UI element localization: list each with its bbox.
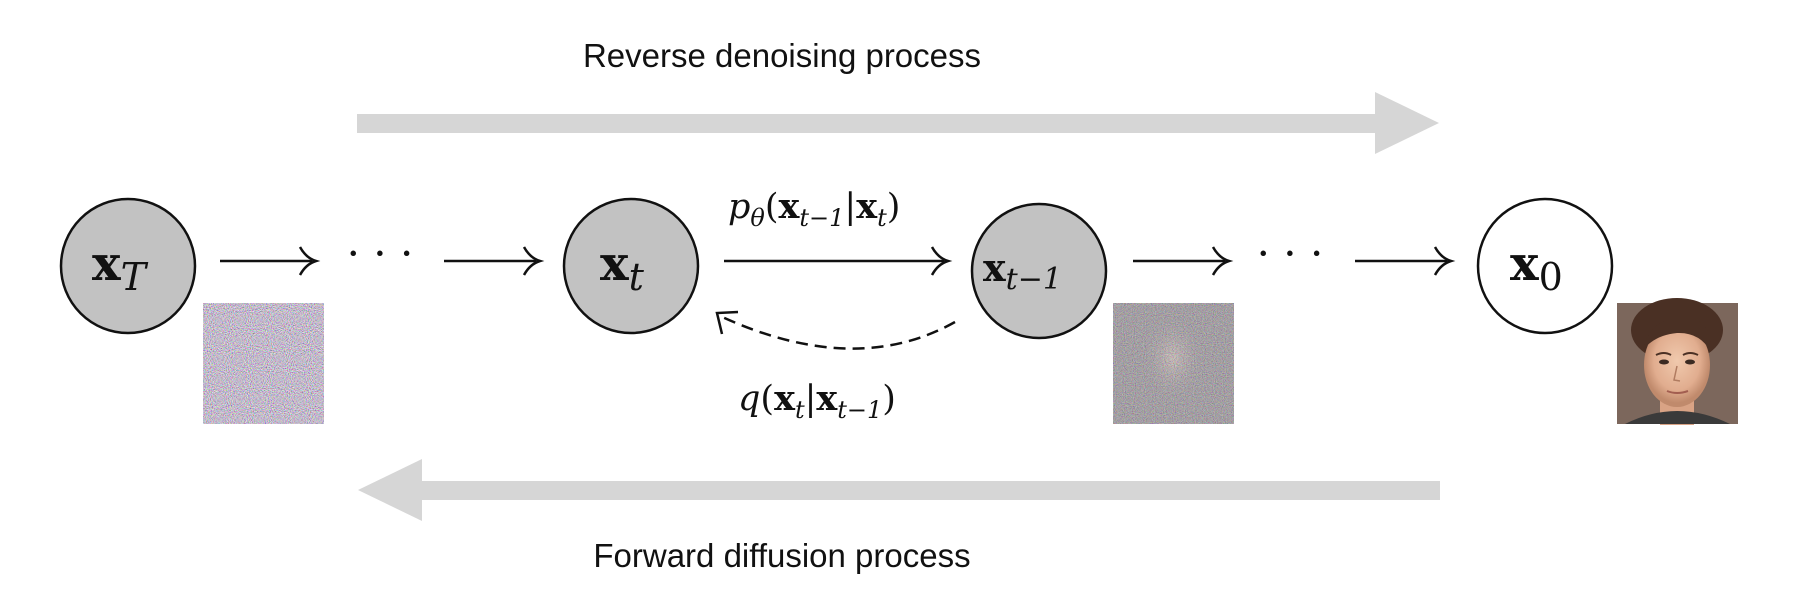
ellipsis-left: · · · (347, 229, 414, 278)
forward-transition-label: q(xt|xt−1) (738, 378, 896, 424)
rt-x1: x (779, 186, 801, 227)
rt-x1-sub: t−1 (799, 204, 844, 232)
node-xT-var: x (92, 236, 121, 292)
reverse-process-band-arrow (357, 92, 1439, 154)
arrow-xt-minus-1-to-dots (1133, 246, 1234, 276)
node-xt-sub: t (629, 255, 645, 299)
node-xt-var: x (600, 236, 629, 292)
rt-open: ( (765, 187, 779, 227)
ft-bar: | (805, 379, 817, 419)
rt-theta: θ (750, 204, 765, 232)
reverse-process-label: Reverse denoising process (583, 37, 981, 74)
forward-process-band-arrow (358, 459, 1440, 521)
arrow-dots-to-x0 (1355, 246, 1456, 276)
node-xT: xT (59, 197, 197, 335)
ft-x1: x (774, 378, 796, 419)
ft-open: ( (760, 379, 774, 419)
forward-dashed-arrow (715, 310, 956, 350)
chain-arrows (220, 246, 1456, 276)
noisy-face-image-xt-minus-1 (1113, 303, 1234, 424)
arrow-xt-to-xt-minus-1 (724, 246, 953, 276)
ft-x1-sub: t (795, 396, 805, 424)
node-xt: xt (562, 197, 700, 335)
ft-x2-sub: t−1 (837, 396, 882, 424)
node-xT-sub: T (121, 255, 149, 299)
node-x0: x0 (1476, 197, 1614, 335)
node-xt-minus-1-var: x (983, 245, 1006, 290)
rt-p: p (728, 187, 750, 227)
ft-close: ) (882, 379, 896, 419)
svg-text:x0: x0 (1510, 236, 1563, 299)
rt-close: ) (887, 187, 901, 227)
rt-bar: | (844, 187, 856, 227)
ft-x2: x (816, 378, 838, 419)
reverse-transition-label: pθ(xt−1|xt) (728, 186, 900, 232)
noise-image-xT (203, 303, 324, 424)
svg-text:xt−1: xt−1 (983, 245, 1062, 297)
node-x0-var: x (1510, 236, 1539, 292)
svg-text:xT: xT (92, 236, 149, 299)
node-x0-sub: 0 (1539, 255, 1563, 299)
node-xt-minus-1: xt−1 (970, 202, 1108, 340)
rt-x2: x (856, 186, 878, 227)
ellipsis-right: · · · (1257, 229, 1324, 278)
svg-text:xt: xt (600, 236, 645, 299)
arrow-dots-to-xt (444, 246, 545, 276)
face-image-x0 (1617, 298, 1738, 425)
rt-x2-sub: t (877, 204, 887, 232)
node-xt-minus-1-sub: t−1 (1006, 262, 1062, 297)
ft-q: q (738, 379, 760, 419)
arrow-xT-to-dots (220, 246, 321, 276)
forward-process-label: Forward diffusion process (593, 537, 970, 574)
